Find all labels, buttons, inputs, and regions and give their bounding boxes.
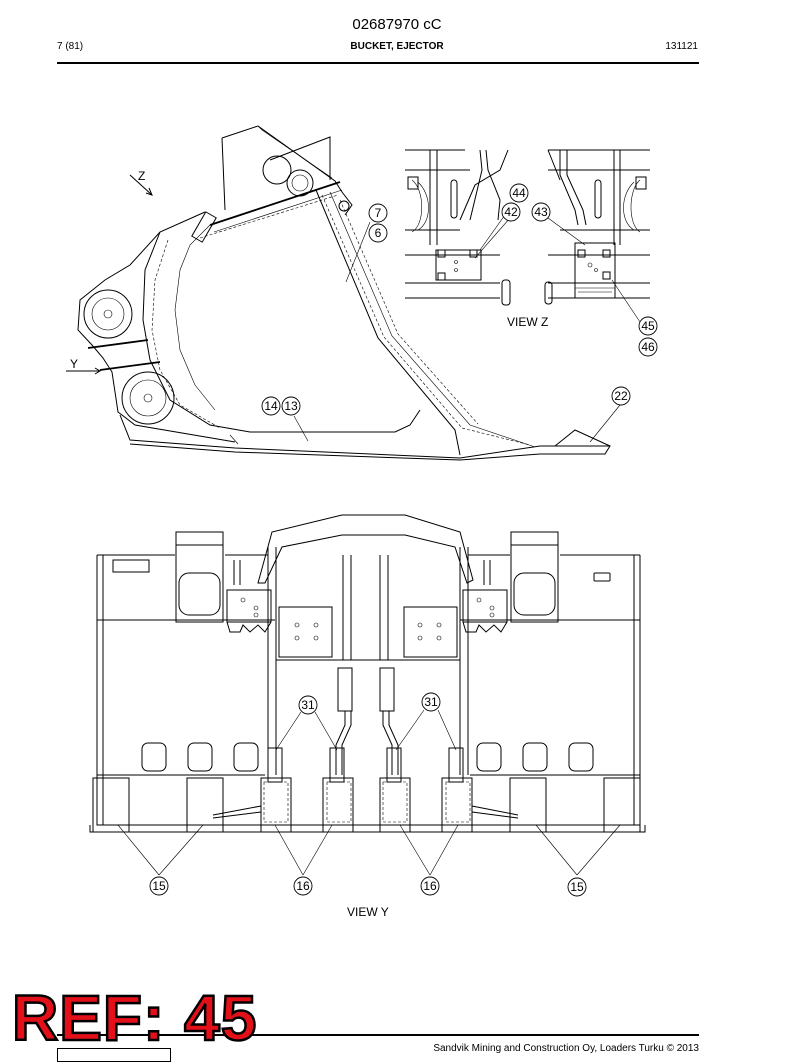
page-number: 7 (81) bbox=[57, 41, 84, 52]
svg-text:22: 22 bbox=[614, 389, 628, 403]
callout-7: 7 bbox=[368, 203, 388, 223]
svg-text:31: 31 bbox=[301, 698, 315, 712]
callout-16-left: 16 bbox=[293, 876, 313, 896]
callout-14: 14 bbox=[261, 396, 281, 416]
svg-text:46: 46 bbox=[641, 340, 655, 354]
callout-45: 45 bbox=[638, 316, 658, 336]
callout-42: 42 bbox=[501, 202, 521, 222]
svg-text:31: 31 bbox=[424, 695, 438, 709]
svg-text:14: 14 bbox=[264, 399, 278, 413]
date-code: 131121 bbox=[665, 41, 698, 52]
view-y-label: VIEW Y bbox=[347, 905, 389, 919]
svg-text:7: 7 bbox=[375, 206, 382, 220]
callout-46: 46 bbox=[638, 337, 658, 357]
header-rule bbox=[57, 62, 699, 64]
view-z-label: VIEW Z bbox=[507, 315, 548, 329]
callout-15-left: 15 bbox=[149, 876, 169, 896]
footer-rule bbox=[57, 1034, 699, 1036]
callout-31-right: 31 bbox=[421, 692, 441, 712]
svg-text:6: 6 bbox=[375, 226, 382, 240]
ref-stamp: REF: 45 bbox=[11, 982, 258, 1054]
callout-43: 43 bbox=[531, 202, 551, 222]
callout-13: 13 bbox=[281, 396, 301, 416]
svg-text:16: 16 bbox=[423, 879, 437, 893]
svg-text:44: 44 bbox=[512, 186, 526, 200]
callout-16-right: 16 bbox=[420, 876, 440, 896]
bucket-side-view bbox=[66, 125, 621, 461]
svg-text:16: 16 bbox=[296, 879, 310, 893]
callout-15-right: 15 bbox=[567, 877, 587, 897]
svg-text:13: 13 bbox=[284, 399, 298, 413]
footer-copyright: Sandvik Mining and Construction Oy, Load… bbox=[433, 1043, 699, 1054]
callout-44: 44 bbox=[509, 183, 529, 203]
callout-6: 6 bbox=[368, 223, 388, 243]
page-title: BUCKET, EJECTOR bbox=[350, 41, 444, 52]
document-number: 02687970 cC bbox=[352, 16, 442, 33]
svg-text:42: 42 bbox=[504, 205, 518, 219]
svg-text:15: 15 bbox=[570, 880, 584, 894]
view-z-detail bbox=[405, 149, 650, 323]
callout-31-left: 31 bbox=[298, 695, 318, 715]
view-y-front-view bbox=[89, 514, 646, 876]
callout-22: 22 bbox=[611, 386, 631, 406]
svg-text:15: 15 bbox=[152, 879, 166, 893]
svg-text:43: 43 bbox=[534, 205, 548, 219]
arrow-z-label: Z bbox=[138, 169, 145, 183]
arrow-y-label: Y bbox=[70, 357, 78, 371]
svg-text:45: 45 bbox=[641, 319, 655, 333]
